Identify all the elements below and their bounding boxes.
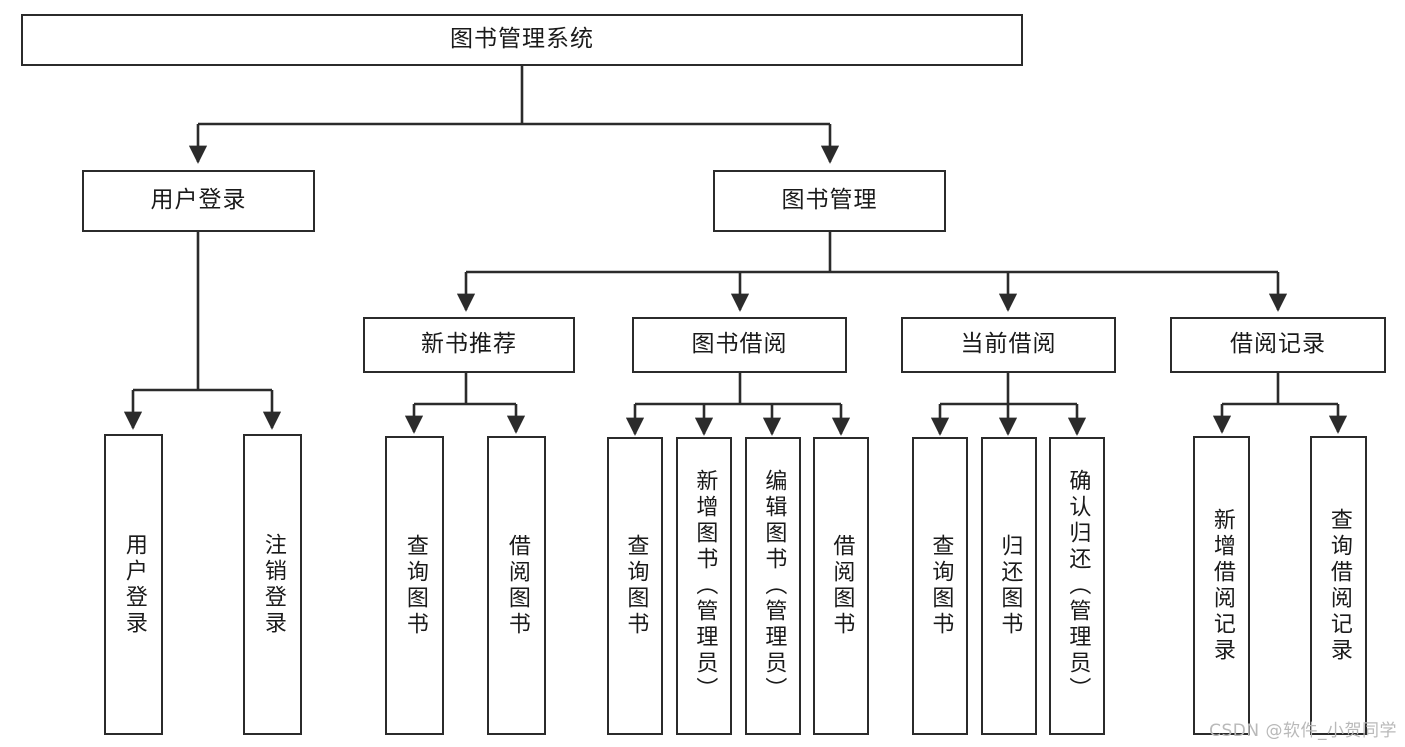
node-label: 用户登录 [150,187,247,214]
node-book-management[interactable]: 图书管理 [713,170,946,232]
node-label: 查询借阅记录 [1326,507,1352,664]
node-label: 查询图书 [928,534,954,638]
node-label: 新增借阅记录 [1209,507,1235,664]
leaf-borrow-edit-book-admin[interactable]: 编辑图书（管理员） [745,437,801,735]
leaf-borrow-borrow-book[interactable]: 借阅图书 [813,437,869,735]
node-current-borrow[interactable]: 当前借阅 [901,317,1116,373]
watermark-text: CSDN @软件_小贺同学 [1209,721,1397,741]
leaf-new-book-borrow[interactable]: 借阅图书 [487,436,546,735]
node-label: 图书管理系统 [450,26,594,53]
node-label: 确认归还（管理员） [1065,469,1091,703]
node-label: 新增图书（管理员） [692,469,718,703]
node-label: 借阅记录 [1230,331,1326,358]
node-label: 查询图书 [402,533,428,638]
node-label: 编辑图书（管理员） [761,469,787,703]
node-label: 注销登录 [260,532,286,637]
leaf-user-login-logout[interactable]: 注销登录 [243,434,302,735]
leaf-current-confirm-return-admin[interactable]: 确认归还（管理员） [1049,437,1105,735]
node-root-system[interactable]: 图书管理系统 [21,14,1023,66]
leaf-borrow-query-book[interactable]: 查询图书 [607,437,663,735]
node-label: 查询图书 [623,534,649,638]
node-label: 图书借阅 [691,331,788,358]
leaf-new-book-query[interactable]: 查询图书 [385,436,444,735]
node-label: 用户登录 [121,532,147,637]
leaf-user-login-login[interactable]: 用户登录 [104,434,163,735]
node-label: 借阅图书 [504,533,530,638]
leaf-current-query-book[interactable]: 查询图书 [912,437,968,735]
leaf-current-return-book[interactable]: 归还图书 [981,437,1037,735]
node-label: 当前借阅 [960,331,1057,358]
leaf-borrow-add-book-admin[interactable]: 新增图书（管理员） [676,437,732,735]
node-borrow-record[interactable]: 借阅记录 [1170,317,1386,373]
node-label: 借阅图书 [829,534,855,638]
leaf-record-add-record[interactable]: 新增借阅记录 [1193,436,1250,735]
node-new-book-recommend[interactable]: 新书推荐 [363,317,575,373]
node-book-borrow[interactable]: 图书借阅 [632,317,847,373]
node-label: 归还图书 [997,534,1023,638]
node-user-login[interactable]: 用户登录 [82,170,315,232]
leaf-record-query-record[interactable]: 查询借阅记录 [1310,436,1367,735]
node-label: 图书管理 [781,187,878,214]
node-label: 新书推荐 [421,331,517,358]
